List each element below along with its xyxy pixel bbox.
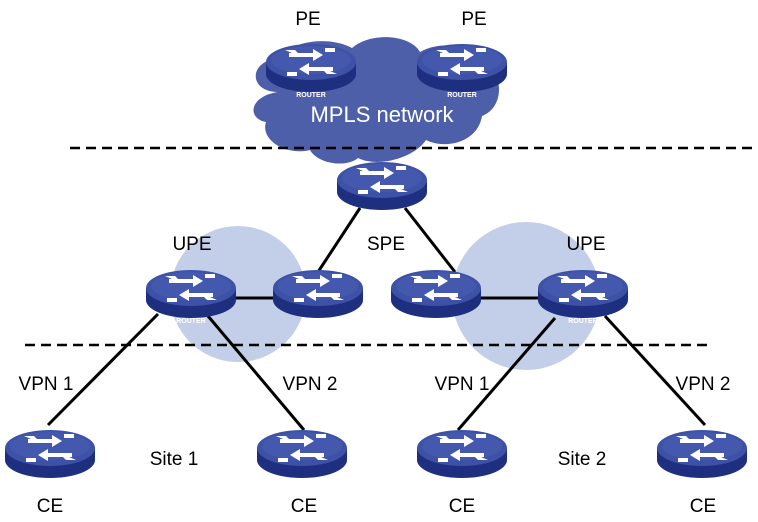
router-ce-2: ROUTER — [257, 430, 347, 485]
svg-text:ROUTER: ROUTER — [447, 92, 477, 99]
svg-text:ROUTER: ROUTER — [35, 478, 65, 485]
label-vpn2-left: VPN 2 — [283, 374, 338, 395]
label-upe-right: UPE — [566, 234, 605, 255]
router-ce-3: ROUTER — [417, 430, 507, 485]
site-area-right — [452, 222, 600, 370]
label-upe-left: UPE — [172, 234, 211, 255]
router-upe-right: ROUTER — [538, 270, 628, 325]
site-area-left — [170, 226, 306, 362]
label-vpn1-right: VPN 1 — [435, 374, 490, 395]
label-ce-3: CE — [449, 496, 475, 517]
svg-text:ROUTER: ROUTER — [367, 210, 397, 217]
router-upe-right-secondary: ROUTER — [391, 270, 481, 325]
svg-text:ROUTER: ROUTER — [303, 318, 333, 325]
label-pe-left: PE — [295, 9, 320, 30]
svg-text:ROUTER: ROUTER — [687, 478, 717, 485]
router-pe-left: ROUTER — [266, 44, 356, 99]
link-spe-right — [403, 207, 457, 273]
label-site1: Site 1 — [150, 449, 199, 470]
link-upe-right-ce4 — [603, 314, 707, 427]
router-upe-left: ROUTER — [146, 270, 236, 325]
label-vpn1-left: VPN 1 — [19, 374, 74, 395]
link-upe-left-ce2 — [206, 315, 306, 431]
label-vpn2-right: VPN 2 — [676, 374, 731, 395]
label-site2: Site 2 — [558, 449, 607, 470]
link-spe-left — [316, 207, 362, 273]
svg-text:ROUTER: ROUTER — [287, 478, 317, 485]
links — [46, 207, 707, 431]
router-pe-right: ROUTER — [417, 44, 507, 99]
svg-text:ROUTER: ROUTER — [296, 92, 326, 99]
router-spe: ROUTER — [337, 162, 427, 217]
router-upe-left-secondary: ROUTER — [273, 270, 363, 325]
cloud-label: MPLS network — [310, 102, 454, 127]
link-upe-left-ce1 — [46, 312, 160, 427]
svg-text:ROUTER: ROUTER — [176, 318, 206, 325]
svg-text:ROUTER: ROUTER — [447, 478, 477, 485]
svg-text:ROUTER: ROUTER — [421, 318, 451, 325]
label-ce-4: CE — [690, 496, 716, 517]
label-spe: SPE — [367, 234, 405, 255]
svg-text:ROUTER: ROUTER — [568, 318, 598, 325]
link-upe-right-ce3 — [456, 317, 557, 431]
router-ce-1: ROUTER — [5, 430, 95, 485]
label-pe-right: PE — [461, 9, 486, 30]
label-ce-1: CE — [37, 496, 63, 517]
label-ce-2: CE — [291, 496, 317, 517]
router-ce-4: ROUTER — [657, 430, 747, 485]
